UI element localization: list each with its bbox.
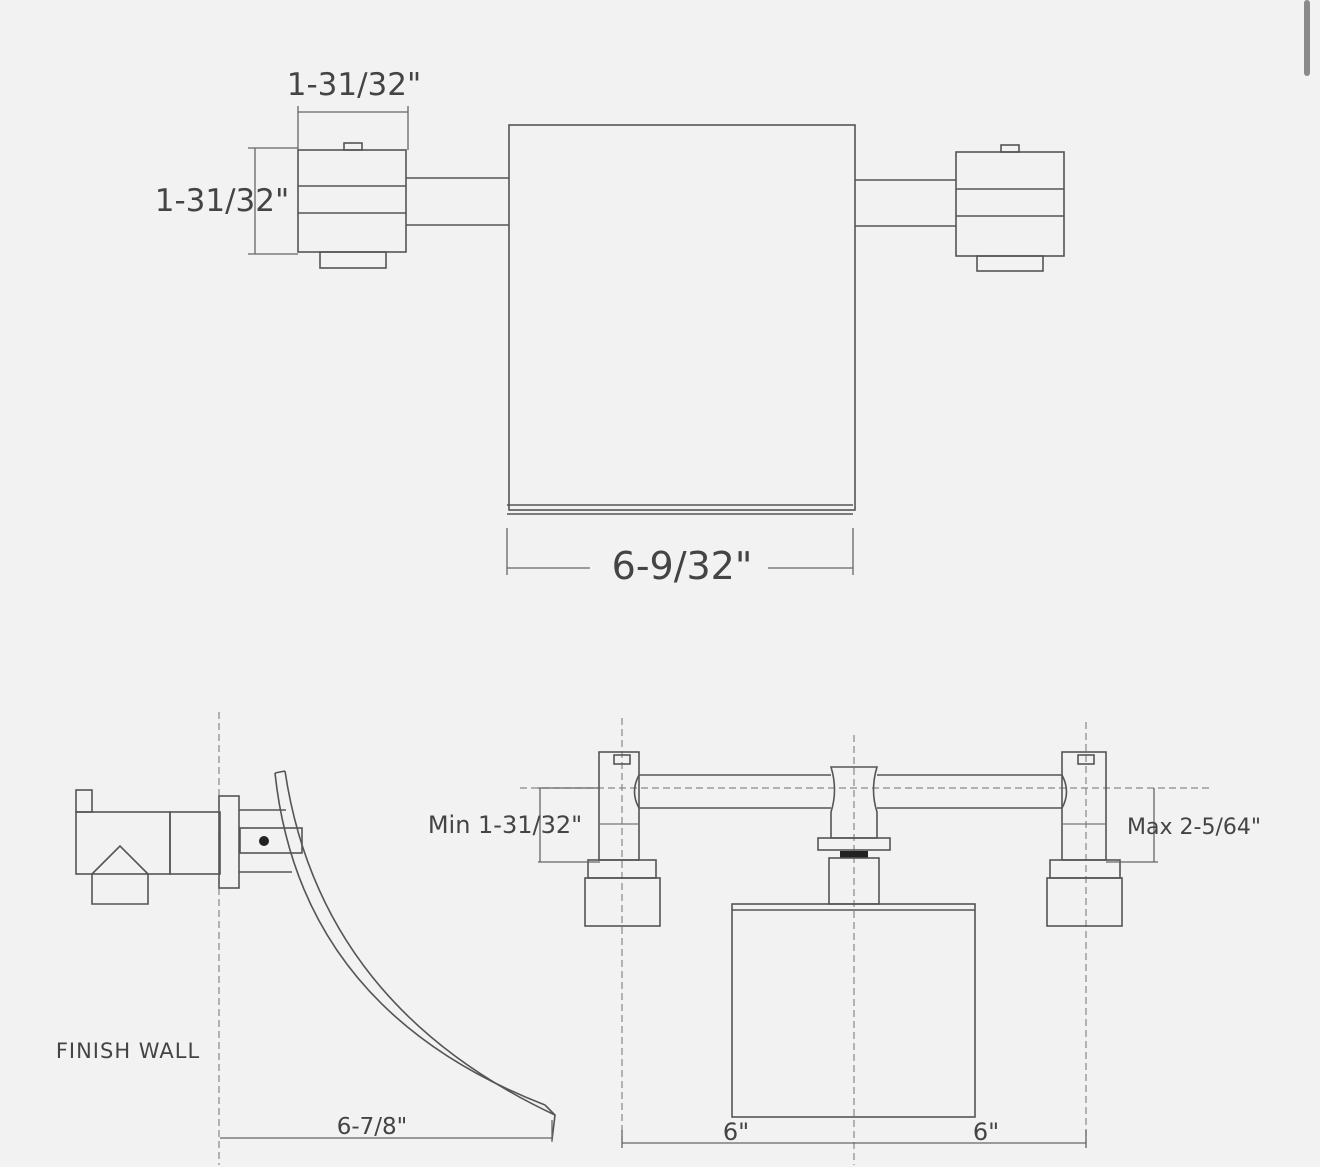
left-handle-front: [584, 751, 661, 927]
handle-width-dimension: 1-31/32": [287, 67, 422, 150]
left-spacing-label: 6": [723, 1118, 749, 1146]
min-height-dimension: Min 1-31/32": [428, 787, 600, 863]
left-handle-top: [297, 142, 407, 269]
right-spacing-label: 6": [973, 1118, 999, 1146]
spout-top: [507, 124, 856, 515]
min-height-label: Min 1-31/32": [428, 811, 582, 839]
valve-body-side: [75, 789, 303, 905]
spout-width-label: 6-9/32": [612, 544, 753, 588]
connecting-pipe: [633, 774, 1068, 809]
right-handle-top: [955, 144, 1065, 272]
right-connector-top: [855, 179, 956, 227]
left-connector-top: [406, 177, 509, 226]
seal-ring: [840, 851, 868, 858]
max-height-label: Max 2-5/64": [1127, 815, 1261, 840]
curved-spout-side: [274, 770, 556, 1141]
finish-wall-label: FINISH WALL: [56, 1039, 200, 1063]
right-handle-front: [1046, 751, 1123, 927]
max-height-dimension: Max 2-5/64": [1106, 788, 1261, 863]
projection-dimension: 6-7/8": [220, 1114, 553, 1142]
spacing-dimension: 6" 6": [621, 1118, 1087, 1148]
handle-width-label: 1-31/32": [287, 67, 422, 103]
spout-width-dimension: 6-9/32": [506, 528, 854, 588]
set-screw-dot: [259, 836, 269, 846]
handle-height-dimension: 1-31/32": [155, 147, 298, 255]
handle-height-label: 1-31/32": [155, 183, 290, 219]
side-view: FINISH WALL 6-7/8": [56, 712, 556, 1165]
projection-label: 6-7/8": [337, 1114, 408, 1140]
front-view: Min 1-31/32" Max 2-5/64" 6" 6": [428, 718, 1261, 1165]
top-view: 1-31/32" 1-31/32" 6-9/32": [155, 67, 1065, 588]
spout-front: [731, 903, 976, 1118]
vertical-scrollbar[interactable]: [1304, 0, 1310, 76]
